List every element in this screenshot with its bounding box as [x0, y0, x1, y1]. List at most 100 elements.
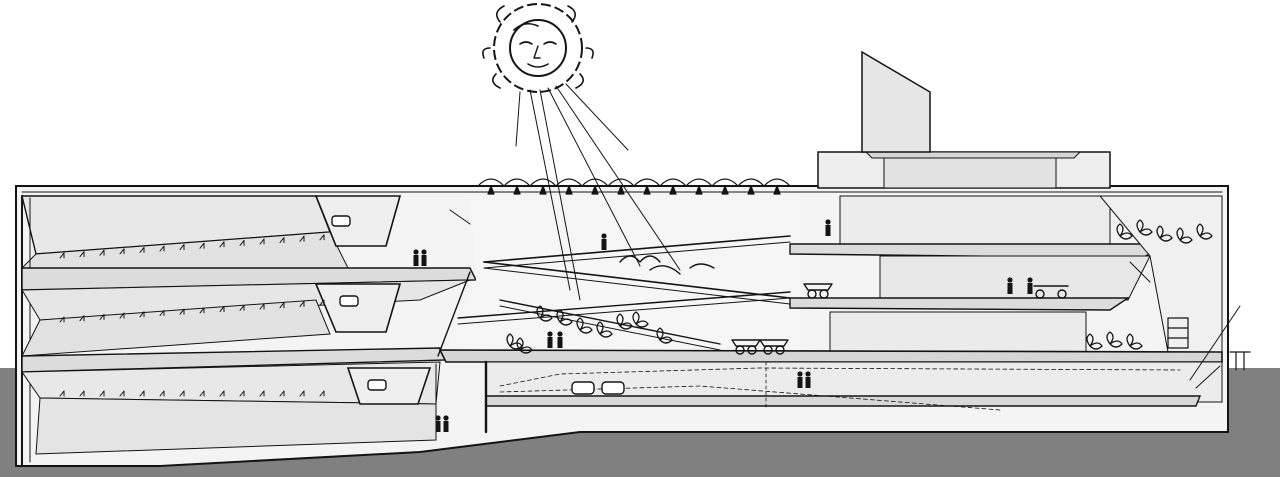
skylight-tooth: [669, 185, 677, 195]
plant-icon: [632, 311, 649, 328]
ramp-tick: [159, 390, 165, 397]
carriages: [731, 283, 1069, 355]
winged-figures: [619, 255, 715, 275]
ramp-tick: [159, 310, 165, 316]
chute-upper: [314, 195, 402, 247]
skylight-tooth: [539, 185, 547, 195]
skylight-arch: [711, 178, 739, 187]
lower-level: [435, 305, 1241, 441]
ramp-tick: [139, 390, 145, 397]
right-levels: [789, 195, 1223, 353]
chute-middle: [314, 283, 402, 333]
car-icon: [571, 381, 595, 395]
plant-icon: [1116, 223, 1133, 240]
skylight-tooth: [565, 185, 573, 195]
plant-icon: [1156, 225, 1173, 242]
ramp-tick: [259, 303, 265, 310]
plant-icon: [656, 327, 673, 344]
plant-icon: [1126, 333, 1143, 350]
ramp-tick: [199, 242, 205, 249]
person-icon: [557, 331, 563, 348]
ramp-tick: [239, 390, 245, 397]
skylight-arch: [763, 178, 791, 187]
left-ramp-levels: [20, 195, 478, 467]
skylight-tooth: [773, 185, 781, 195]
ramp-tick: [239, 304, 245, 311]
ramp-tick: [59, 252, 65, 259]
skylight-arch: [659, 178, 687, 187]
plant-icon: [576, 317, 593, 334]
skylight-tooth: [487, 185, 495, 195]
ramp-tick: [199, 390, 205, 397]
plant-icon: [1136, 219, 1153, 236]
skylight-arch: [477, 178, 505, 187]
person-icon: [825, 219, 831, 236]
plant-icon: [506, 333, 523, 350]
ramp-tick: [79, 315, 85, 322]
plant-icon: [536, 305, 553, 322]
ramp-tick: [159, 245, 165, 252]
car-icon: [367, 379, 387, 391]
plant-icon: [616, 313, 633, 330]
rooftop-structure: [817, 50, 1111, 189]
car-icon: [331, 215, 351, 227]
ramp-tick: [239, 239, 245, 246]
ramp-tick: [219, 241, 225, 248]
skylight-tooth: [617, 185, 625, 195]
person-icon: [413, 249, 419, 266]
ramp-tick: [319, 390, 325, 397]
ramp-tick: [139, 311, 145, 318]
skylight-tooth: [695, 185, 703, 195]
ramp-tick: [179, 308, 185, 315]
cars: [331, 215, 625, 395]
ramp-tick: [279, 302, 285, 309]
sun-face: [482, 3, 594, 93]
ramp-tick: [219, 306, 225, 313]
ramp-tick: [219, 390, 225, 397]
car-icon: [339, 295, 359, 307]
person-icon: [601, 233, 607, 250]
skylight-arch: [503, 178, 531, 187]
person-icon: [421, 249, 427, 266]
right-structure-detail: [1167, 317, 1251, 371]
plant-icon: [516, 337, 533, 354]
ramp-tick: [99, 313, 105, 320]
ramp-tick: [259, 238, 265, 245]
ramp-tick: [319, 299, 325, 306]
plants: [506, 219, 1213, 354]
ramp-tick: [59, 390, 65, 397]
ramp-tick: [139, 246, 145, 253]
skylight-arch: [737, 178, 765, 187]
rooftop-tower: [861, 50, 931, 153]
skylight-arch: [555, 178, 583, 187]
car-icon: [601, 381, 625, 395]
person-icon: [547, 331, 553, 348]
ramp-tick: [79, 390, 85, 397]
ramp-tick: [199, 307, 205, 314]
ramp-tick: [119, 312, 125, 319]
person-icon: [797, 371, 803, 388]
ground: [0, 368, 1280, 477]
person-icon: [1007, 277, 1013, 294]
ramp-tick: [299, 300, 305, 307]
skylight-arch: [685, 178, 713, 187]
skylight-tooth: [513, 185, 521, 195]
ramp-tick: [179, 244, 185, 251]
plant-icon: [556, 309, 573, 326]
ramp-tick: [299, 390, 305, 397]
ramp-tick: [79, 251, 85, 258]
skylight-arch: [633, 178, 661, 187]
plant-icon: [1196, 223, 1213, 240]
plant-icon: [1106, 331, 1123, 348]
skylight-tooth: [643, 185, 651, 195]
ramp-tick: [179, 390, 185, 397]
skylight-tooth: [721, 185, 729, 195]
ramp-tick: [319, 234, 325, 241]
ramp-tick: [59, 316, 65, 323]
ramp-tick: [99, 249, 105, 256]
plant-icon: [1176, 227, 1193, 244]
ramp-tick: [119, 390, 125, 397]
person-icon: [1027, 277, 1033, 294]
person-icon: [435, 415, 441, 432]
central-atrium: [437, 196, 800, 357]
